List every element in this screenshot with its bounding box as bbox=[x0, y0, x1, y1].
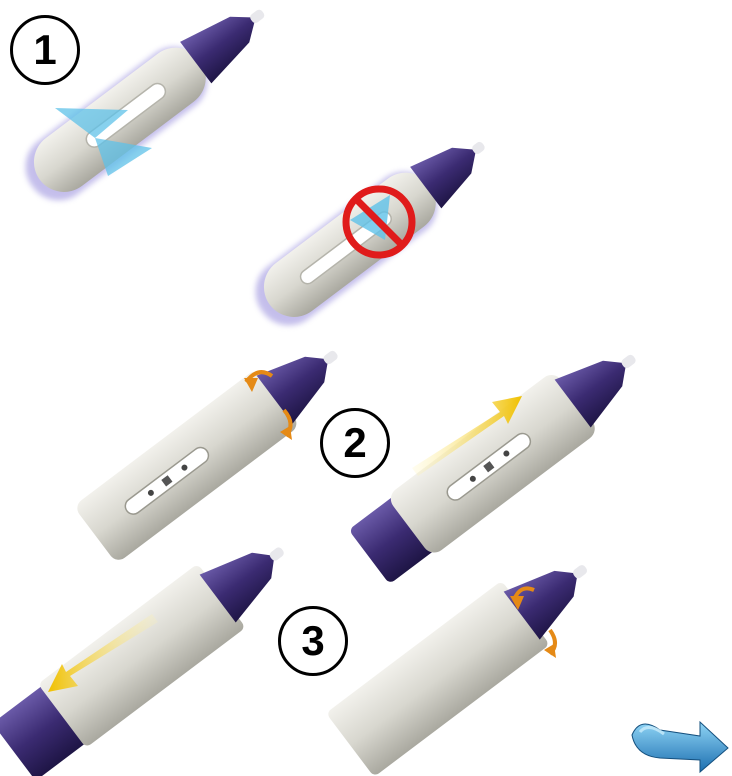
step-number: 2 bbox=[343, 419, 366, 467]
step-number: 1 bbox=[33, 26, 56, 74]
pen-illustration bbox=[326, 536, 610, 776]
pen-illustration bbox=[0, 518, 306, 776]
next-arrow-icon[interactable] bbox=[632, 722, 728, 772]
step-number-badge: 2 bbox=[320, 408, 390, 478]
pen-illustration bbox=[346, 327, 657, 587]
pen-illustration bbox=[73, 325, 358, 564]
step-number-badge: 1 bbox=[10, 15, 80, 85]
step-number: 3 bbox=[301, 617, 324, 665]
step-number-badge: 3 bbox=[278, 606, 348, 676]
